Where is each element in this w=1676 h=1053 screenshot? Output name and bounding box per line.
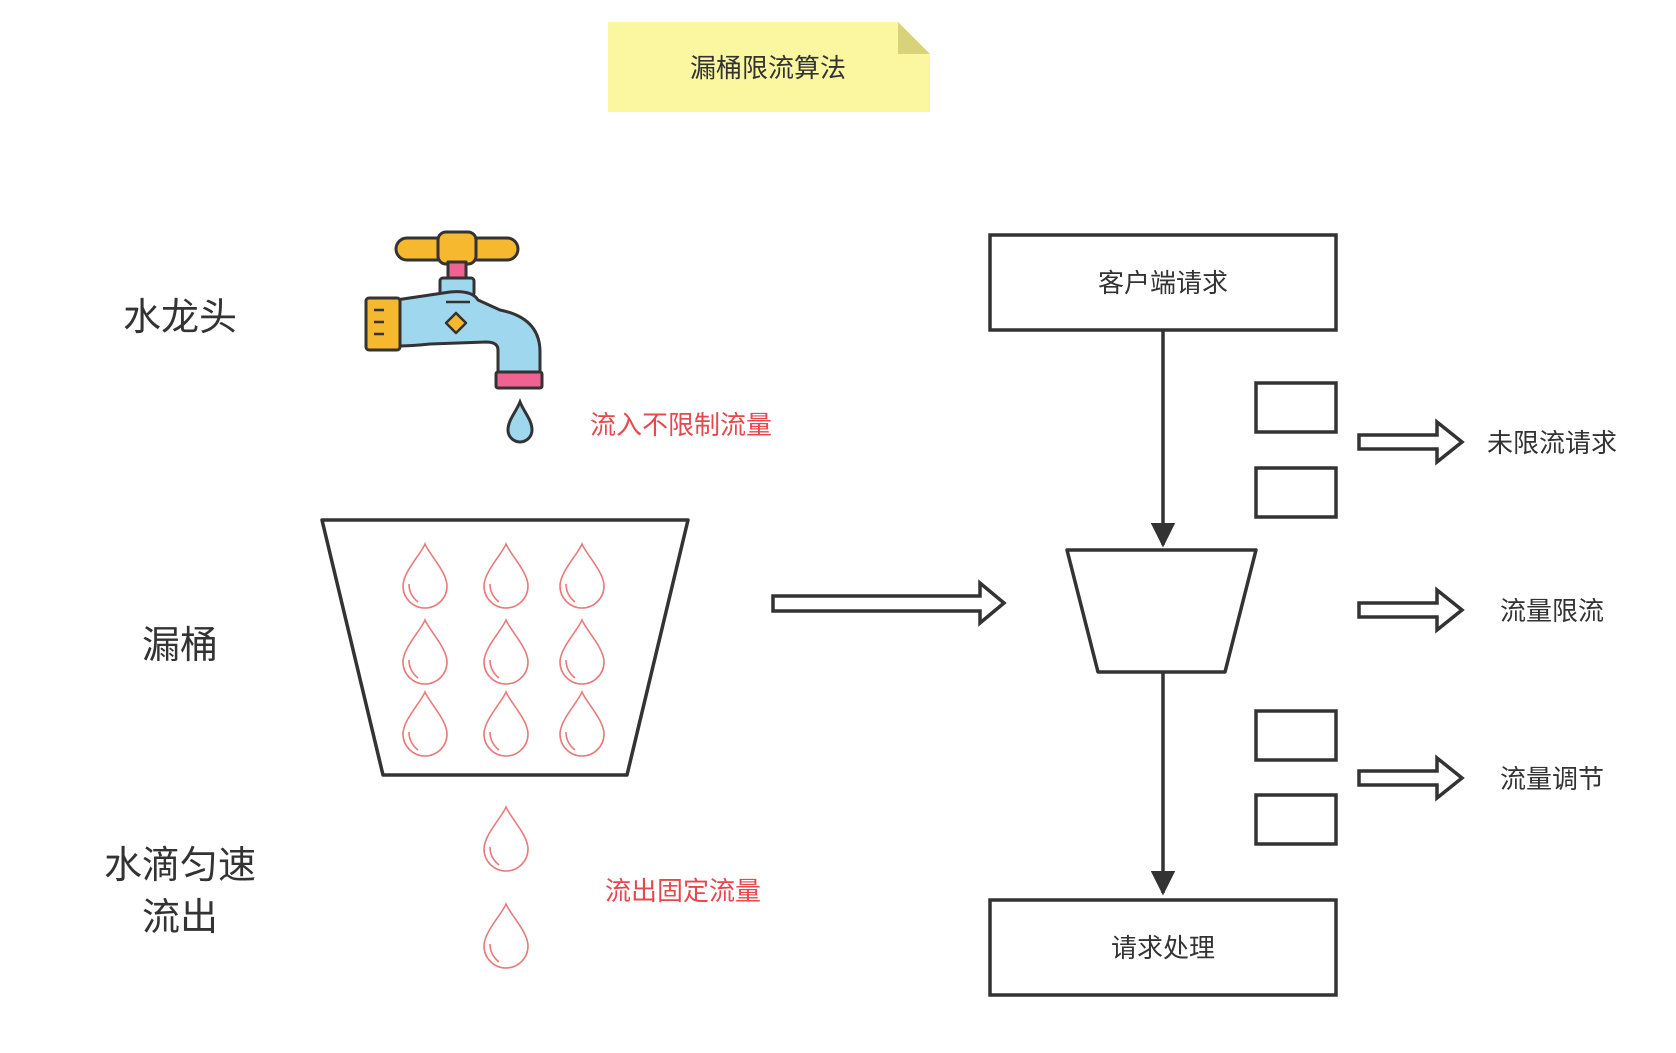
bucket-label: 漏桶 <box>142 623 218 667</box>
client-request-label: 客户端请求 <box>1098 269 1228 299</box>
mapping-arrow <box>771 579 1007 627</box>
client-request-node: 客户端请求 <box>988 233 1338 332</box>
unlimited-request-label: 未限流请求 <box>1487 429 1617 459</box>
drip-label-line2: 流出 <box>142 895 218 939</box>
funnel-shape <box>1065 548 1258 674</box>
arrow-regulate <box>1357 754 1465 802</box>
arrow-rate-limit <box>1357 586 1465 634</box>
request-packet <box>1254 793 1338 846</box>
water-drop-icon <box>506 397 534 444</box>
outflow-annotation: 流出固定流量 <box>605 877 761 907</box>
bucket-shape <box>320 518 690 777</box>
diagram-title: 漏桶限流算法 <box>690 54 846 84</box>
outflow-drops <box>483 806 529 969</box>
rate-limit-label: 流量限流 <box>1500 597 1604 627</box>
request-packet <box>1254 381 1338 434</box>
request-packet <box>1254 466 1338 519</box>
title-note: 漏桶限流算法 <box>608 22 930 112</box>
request-packets <box>1254 381 1338 846</box>
faucet-label: 水龙头 <box>123 295 237 339</box>
regulate-label: 流量调节 <box>1500 765 1604 795</box>
arrow-unlimited <box>1357 418 1465 466</box>
water-drop-icon <box>483 903 529 969</box>
faucet-icon <box>364 230 544 390</box>
drip-label-line1: 水滴匀速 <box>104 843 256 887</box>
request-handling-label: 请求处理 <box>1111 934 1215 964</box>
request-handling-node: 请求处理 <box>988 898 1338 997</box>
inflow-annotation: 流入不限制流量 <box>590 411 772 441</box>
water-drop-icon <box>483 806 529 872</box>
request-packet <box>1254 709 1338 762</box>
